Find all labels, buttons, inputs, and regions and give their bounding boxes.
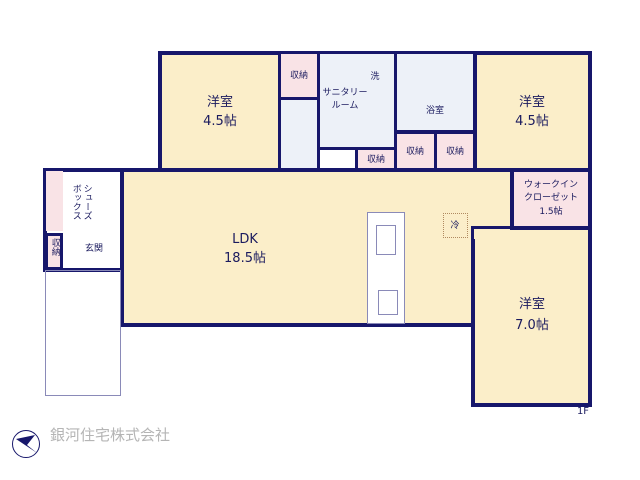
western-room-se	[471, 226, 592, 407]
room-name: 浴室	[425, 106, 445, 116]
storage-label: 収納	[289, 71, 309, 81]
company-name: 銀河住宅株式会社	[50, 426, 171, 444]
fridge-space	[443, 213, 468, 238]
stove-icon	[378, 290, 398, 315]
room-name: ルーム	[331, 101, 359, 111]
room-name: 洋室	[518, 95, 546, 110]
room-size: 7.0帖	[515, 318, 549, 333]
walk-in-closet	[510, 168, 592, 230]
storage-label: 収納	[366, 155, 386, 165]
company-logo	[12, 430, 40, 458]
storage-label: 収納	[405, 147, 425, 157]
room-name: 玄関	[84, 244, 104, 254]
western-room-ne	[473, 51, 592, 174]
kitchen-island	[367, 212, 405, 324]
room-name: LDK	[232, 232, 258, 247]
room-size: 4.5帖	[515, 114, 549, 129]
room-name: ウォークイン	[523, 180, 579, 190]
room-size: 1.5帖	[539, 207, 563, 217]
storage-3	[434, 131, 477, 172]
room-name: 洋室	[206, 95, 234, 110]
sink-icon	[376, 225, 396, 255]
storage-label: 収納	[49, 238, 60, 256]
room-name: サニタリー	[322, 88, 368, 98]
toilet	[278, 97, 320, 172]
washer-label: 洗	[370, 72, 380, 82]
room-name: シューズボックス	[70, 184, 92, 220]
room-size: 18.5帖	[224, 251, 266, 266]
porch	[45, 270, 121, 396]
ldk	[120, 168, 514, 327]
fridge-label: 冷	[450, 221, 460, 231]
storage-nw	[278, 51, 320, 100]
crane-icon	[16, 435, 37, 453]
storage-label: 収納	[445, 147, 465, 157]
room-name: 洋室	[518, 297, 546, 312]
bathroom	[394, 51, 477, 133]
western-room-nw	[158, 51, 282, 174]
storage-entry	[45, 233, 63, 270]
ldk-connector	[474, 229, 510, 239]
shoe-box	[46, 171, 63, 231]
room-size: 4.5帖	[203, 114, 237, 129]
floor-label: 1F	[576, 406, 590, 417]
room-name: クローゼット	[523, 193, 579, 203]
